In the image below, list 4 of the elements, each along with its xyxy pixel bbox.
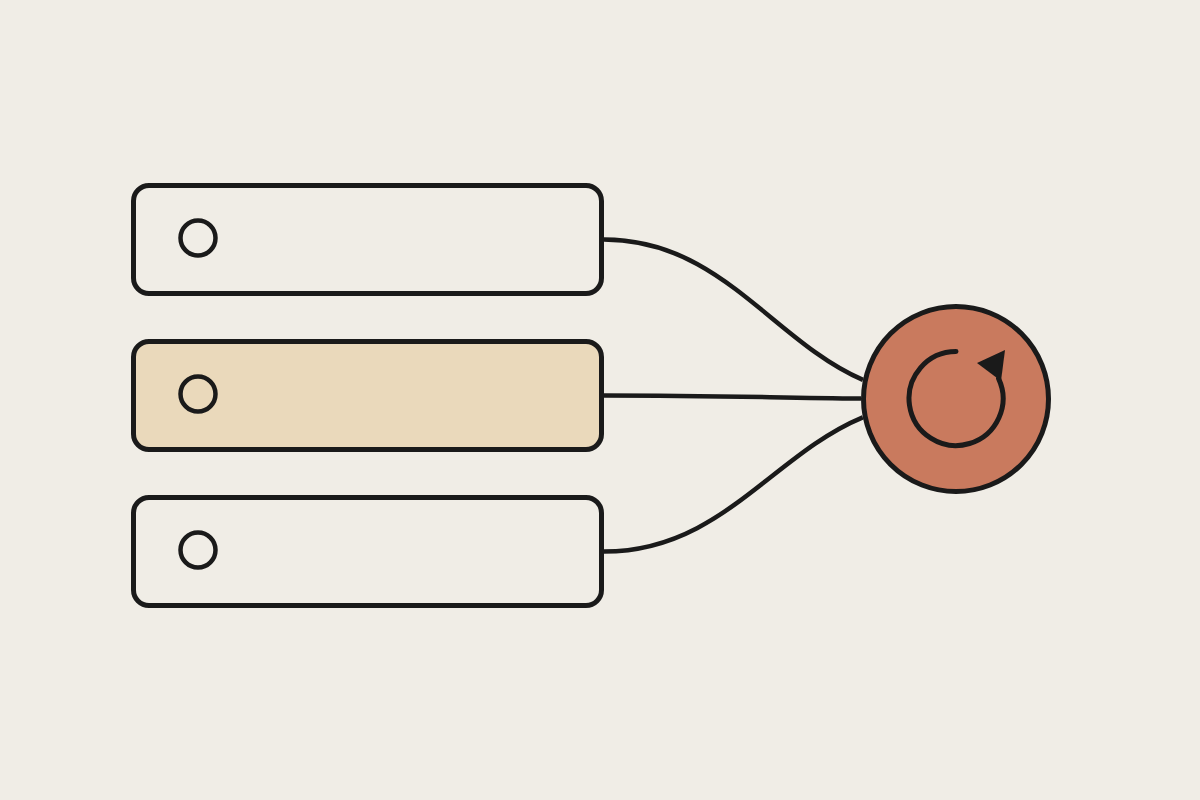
list-row-card bbox=[131, 339, 604, 452]
connector-line bbox=[604, 393, 862, 401]
list-row-card bbox=[131, 183, 604, 296]
list-row-card bbox=[131, 495, 604, 608]
